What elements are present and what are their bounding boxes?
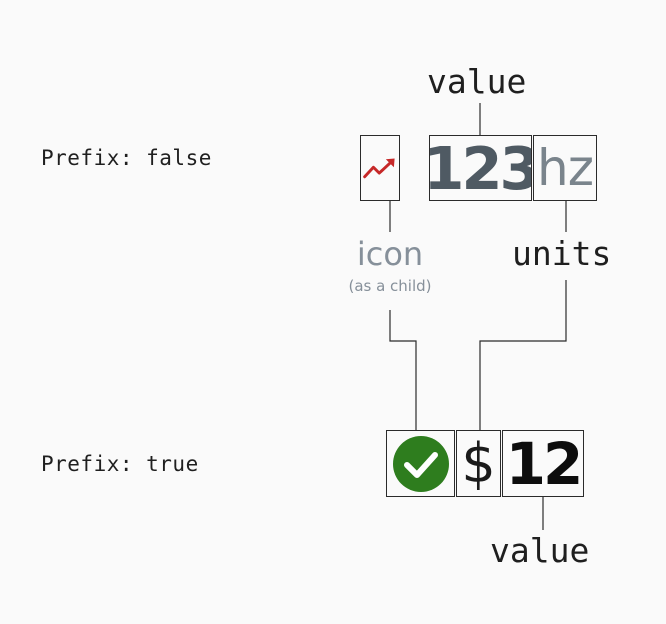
bottom-units-text: $ [461, 431, 496, 495]
trending-up-icon [363, 158, 395, 179]
top-units-box: hz [533, 135, 597, 201]
icon-connector-lower [389, 310, 417, 430]
bottom-value-box: 12 [502, 430, 584, 497]
top-value-text: 123 [429, 135, 532, 201]
value-bottom-label: value [490, 531, 590, 570]
top-icon-box [360, 135, 400, 201]
top-value-box: 123 [429, 135, 532, 201]
units-annotation-label: units [512, 234, 612, 273]
top-units-text: hz [537, 139, 594, 197]
value-top-label: value [427, 62, 527, 101]
bottom-value-text: 12 [505, 430, 583, 497]
bottom-icon-box [386, 430, 455, 497]
check-circle-icon [392, 435, 449, 492]
row-label-prefix-true: Prefix: true [41, 452, 199, 476]
bottom-units-box: $ [456, 430, 501, 497]
row-label-prefix-false: Prefix: false [41, 146, 212, 170]
icon-annotation-note: (as a child) [348, 277, 432, 295]
icon-annotation-label: icon [356, 235, 424, 273]
units-connector-lower [479, 280, 567, 430]
